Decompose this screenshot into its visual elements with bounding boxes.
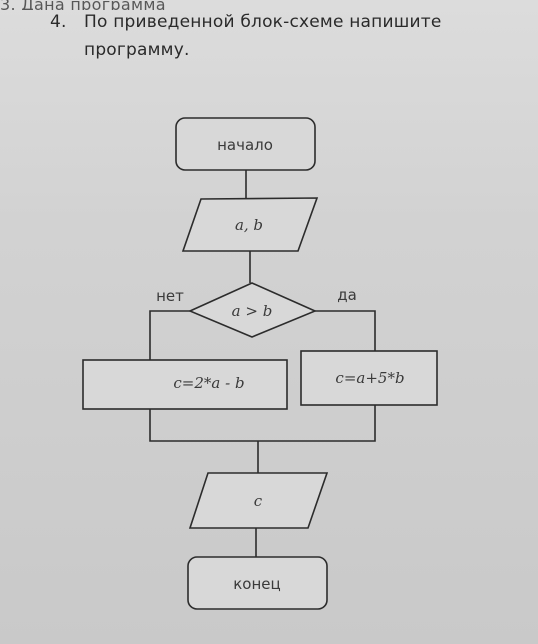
start-terminal <box>175 117 316 171</box>
question-text-line2: программу. <box>84 40 190 60</box>
connector-no-branch <box>149 310 190 360</box>
question-number: 4. <box>50 12 67 32</box>
no-branch-process <box>82 359 288 410</box>
end-label: конец <box>233 575 280 593</box>
connector-yes-branch <box>315 310 376 351</box>
connector-merge <box>149 405 376 442</box>
question-4: 4. По приведенной блок-схеме напишите про… <box>50 8 510 64</box>
yes-branch-process <box>300 350 438 406</box>
condition-label: a > b <box>232 302 273 320</box>
no-branch-label: c=2*a - b <box>173 374 244 392</box>
previous-question-text: 3. Дана программа <box>0 0 166 10</box>
branch-no-label: нет <box>156 287 184 305</box>
output-parallelogram <box>188 472 329 529</box>
branch-yes-label: да <box>337 286 357 304</box>
output-label: c <box>254 492 263 510</box>
input-label: a, b <box>235 216 263 234</box>
yes-branch-label: c=a+5*b <box>335 369 404 387</box>
input-parallelogram <box>181 197 319 252</box>
start-label: начало <box>217 136 273 154</box>
end-terminal <box>187 556 328 610</box>
condition-diamond <box>187 282 318 338</box>
question-text-line1: По приведенной блок-схеме напишите <box>84 12 442 32</box>
